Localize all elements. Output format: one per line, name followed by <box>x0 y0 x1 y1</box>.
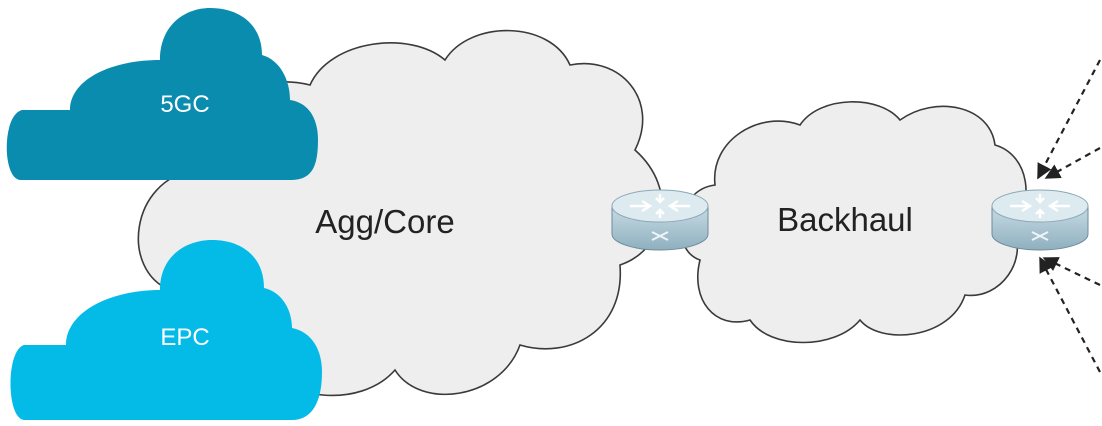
5gc-label: 5GC <box>160 91 209 118</box>
dashed-arrow <box>1044 147 1101 179</box>
backhaul-cloud: Backhaul <box>679 101 1027 344</box>
epc-cloud: EPC <box>10 240 322 420</box>
5gc-cloud: 5GC <box>6 8 319 180</box>
epc-label: EPC <box>160 324 209 351</box>
dashed-arrow <box>1039 256 1101 373</box>
router-icon <box>991 189 1089 251</box>
backhaul-label: Backhaul <box>777 201 913 238</box>
dashed-arrow <box>1037 59 1101 180</box>
dashed-links <box>1037 59 1101 373</box>
router-icon <box>611 189 709 251</box>
agg-core-label: Agg/Core <box>315 203 454 240</box>
